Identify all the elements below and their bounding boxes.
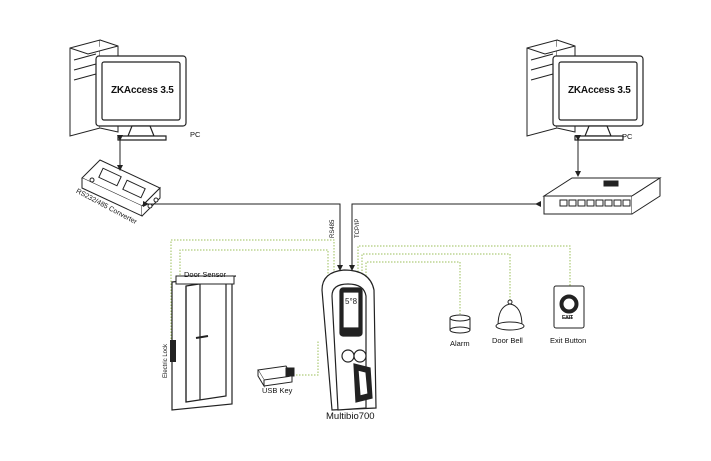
svg-text:5°8: 5°8: [345, 297, 358, 306]
pc-right-label: PC: [622, 132, 633, 141]
door-sensor-block: [175, 275, 235, 285]
usb-key-icon: [257, 365, 295, 388]
rs485-link: [143, 201, 343, 271]
electric-lock-block: [170, 340, 176, 362]
network-switch: [542, 177, 662, 215]
pc-left-label: PC: [190, 130, 201, 139]
usb-key-label: USB Key: [262, 386, 293, 395]
door-bell-icon: [495, 299, 525, 331]
door: [171, 275, 237, 411]
tcpip-label: TCP/IP: [355, 218, 361, 238]
pc-right-screen-text: ZKAccess 3.5: [568, 85, 631, 96]
device-label: Multibio700: [326, 411, 375, 422]
pc-right-monitor: [552, 55, 644, 141]
door-sensor-label: Door Sensor: [184, 270, 227, 279]
rs485-label: RS485: [330, 219, 336, 238]
multibio700-device: 5°8: [321, 269, 377, 411]
exit-button-label: Exit Button: [550, 336, 587, 345]
electric-lock-label: Electric Lock: [163, 343, 169, 378]
pc-left-monitor: [95, 55, 187, 141]
door-bell-label: Door Bell: [492, 336, 523, 345]
peripheral-wires: [170, 239, 571, 376]
alarm-label: Alarm: [450, 339, 470, 348]
alarm-icon: [449, 314, 471, 334]
exit-button-icon: [553, 285, 585, 329]
rs232-485-converter: [81, 159, 161, 217]
exit-button-face-text: EXIT: [562, 315, 574, 321]
tcpip-link: [349, 201, 541, 271]
pc-left-screen-text: ZKAccess 3.5: [111, 85, 174, 96]
